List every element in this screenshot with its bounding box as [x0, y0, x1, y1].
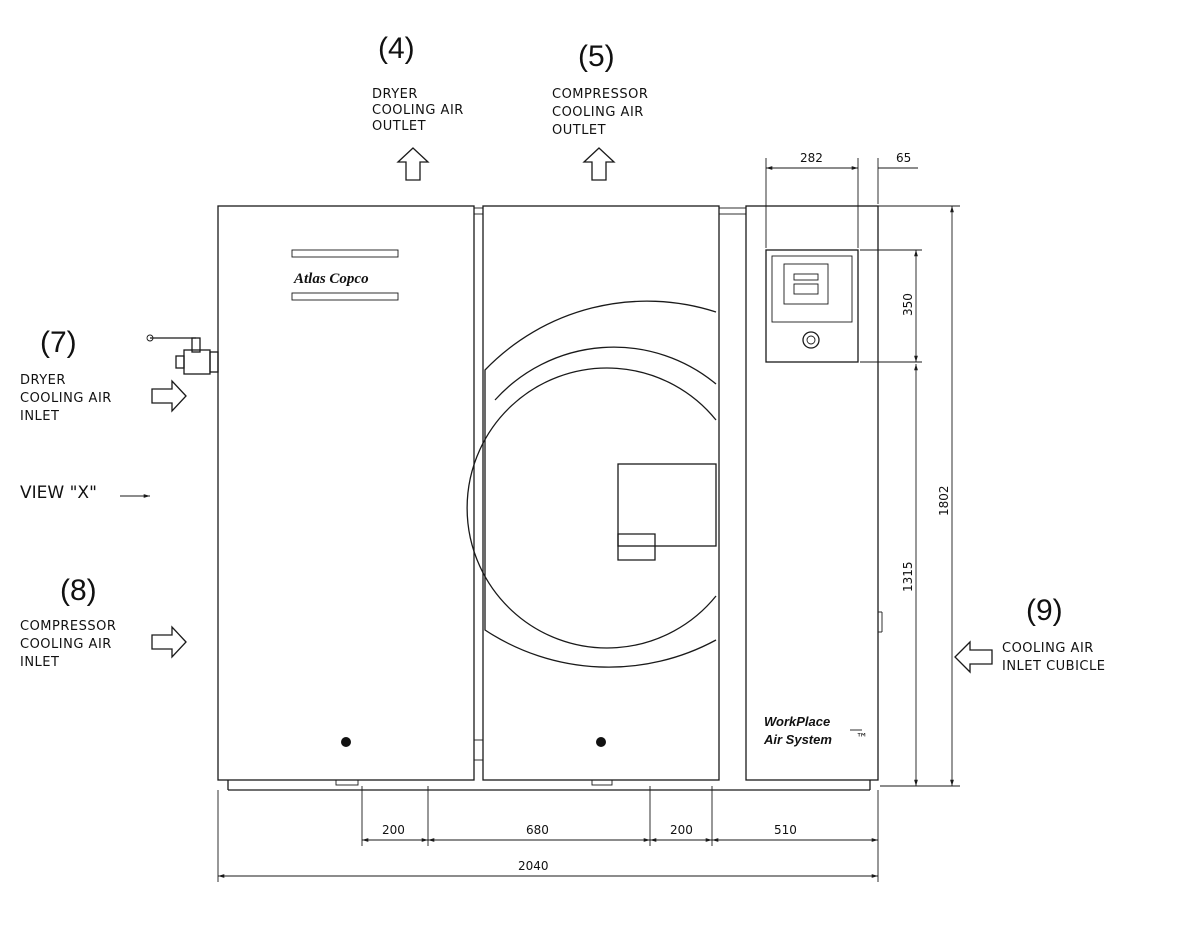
dim-200-right: 200	[670, 823, 693, 837]
nameplate-line-1: WorkPlace	[764, 714, 830, 729]
control-knob-icon	[802, 331, 820, 349]
drain-valve-icon	[146, 334, 219, 375]
callout-7-line-3: INLET	[20, 409, 59, 424]
dryer-door-lock-icon	[341, 737, 351, 747]
dim-510: 510	[774, 823, 797, 837]
dryer-panel	[217, 205, 475, 781]
callout-dryer-cooling-air-outlet: (4) DRYER COOLING AIR OUTLET	[372, 32, 464, 181]
arrow-up-5-icon	[582, 147, 616, 181]
compressor-panel	[482, 205, 720, 781]
dim-350: 350	[901, 293, 915, 316]
callout-5-line-1: COMPRESSOR	[552, 87, 648, 102]
arrow-left-9-icon	[954, 640, 993, 674]
dim-2040: 2040	[518, 859, 549, 873]
compressor-door-lock-icon	[596, 737, 606, 747]
controller-display	[765, 249, 859, 363]
callout-9-number: (9)	[1026, 594, 1063, 627]
atlas-copco-logo: Atlas Copco	[291, 249, 399, 301]
arrow-right-7-icon	[151, 379, 187, 413]
callout-8-line-2: COOLING AIR	[20, 637, 112, 652]
callout-5-number: (5)	[578, 40, 615, 73]
callout-4-line-3: OUTLET	[372, 119, 426, 134]
callout-cooling-air-inlet-cubicle: (9) COOLING AIR INLET CUBICLE	[954, 594, 1105, 674]
dim-282: 282	[800, 151, 823, 165]
callout-8-number: (8)	[60, 574, 97, 607]
dim-680: 680	[526, 823, 549, 837]
callout-8-line-1: COMPRESSOR	[20, 619, 116, 634]
dim-65: 65	[896, 151, 911, 165]
control-cubicle	[745, 205, 879, 781]
nameplate-tm: ™	[856, 731, 868, 745]
dim-1802: 1802	[937, 485, 951, 516]
dim-200-left: 200	[382, 823, 405, 837]
callout-4-line-2: COOLING AIR	[372, 103, 464, 118]
view-x-label: VIEW "X"	[20, 483, 97, 503]
callout-compressor-cooling-air-inlet: (8) COMPRESSOR COOLING AIR INLET	[20, 574, 187, 670]
arrow-right-8-icon	[151, 625, 187, 659]
g-emblem	[466, 300, 717, 668]
callout-5-line-2: COOLING AIR	[552, 105, 644, 120]
callout-compressor-cooling-air-outlet: (5) COMPRESSOR COOLING AIR OUTLET	[552, 40, 648, 181]
callout-5-line-3: OUTLET	[552, 123, 606, 138]
machine-body: Atlas Copco	[146, 205, 883, 791]
view-x-marker: VIEW "X"	[20, 483, 150, 503]
callout-7-number: (7)	[40, 326, 77, 359]
callout-4-line-1: DRYER	[372, 87, 418, 102]
callout-8-line-3: INLET	[20, 655, 59, 670]
callout-4-number: (4)	[378, 32, 415, 65]
dimension-lines: 282 65 350 1315 1802 200 680 200	[217, 151, 960, 882]
callout-7-line-1: DRYER	[20, 373, 66, 388]
callout-7-line-2: COOLING AIR	[20, 391, 112, 406]
arrow-up-4-icon	[396, 147, 430, 181]
callout-dryer-cooling-air-inlet: (7) DRYER COOLING AIR INLET	[20, 326, 187, 424]
nameplate-line-2: Air System	[763, 732, 832, 747]
dim-1315: 1315	[901, 561, 915, 592]
workplace-air-system-nameplate: WorkPlace Air System ™	[763, 714, 868, 747]
callout-9-line-2: INLET CUBICLE	[1002, 659, 1105, 674]
callout-9-line-1: COOLING AIR	[1002, 641, 1094, 656]
brand-wordmark: Atlas Copco	[293, 271, 369, 287]
